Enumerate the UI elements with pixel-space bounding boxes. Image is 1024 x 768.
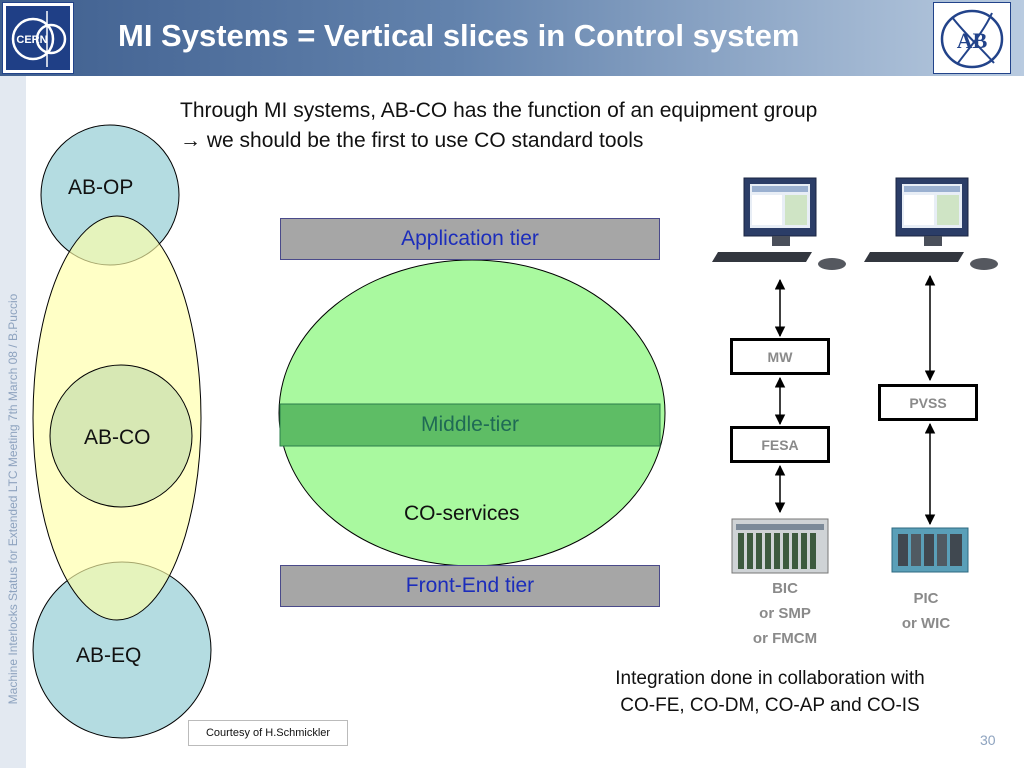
mw-box: MW: [730, 338, 830, 375]
left-hardware-caption: BIC or SMP or FMCM: [730, 576, 840, 651]
sidebar: [0, 76, 26, 768]
title-bar: [0, 0, 1024, 76]
middle-tier-band: [279, 403, 661, 447]
vme-crate-icon: [731, 518, 829, 574]
collaboration-line-1: Integration done in collaboration with: [615, 668, 925, 689]
front-end-tier-label: Front-End tier: [405, 574, 535, 597]
right-hardware-caption: PIC or WIC: [876, 586, 976, 636]
application-tier-label: Application tier: [401, 227, 539, 250]
slide-title: MI Systems = Vertical slices in Control …: [118, 18, 800, 53]
plc-icon: [891, 527, 969, 573]
ab-co-label: AB-CO: [84, 426, 151, 449]
cern-logo-text: CERN: [16, 34, 47, 46]
co-services-label: CO-services: [404, 502, 520, 525]
collaboration-note: Integration done in collaboration with C…: [560, 665, 980, 719]
workstation-icon: [864, 177, 998, 270]
hw-caption-line: BIC: [772, 580, 798, 597]
cern-logo: CERN: [2, 2, 74, 74]
collaboration-line-2: CO-FE, CO-DM, CO-AP and CO-IS: [620, 695, 920, 716]
hw-caption-line: or SMP: [759, 605, 811, 622]
intro-line-2: → we should be the first to use CO stand…: [180, 129, 643, 153]
courtesy-box: Courtesy of H.Schmickler: [188, 720, 348, 746]
ab-logo: AB: [933, 2, 1011, 74]
intro-line-1: Through MI systems, AB-CO has the functi…: [180, 99, 818, 122]
intro-line-2-text: we should be the first to use CO standar…: [206, 129, 644, 152]
ab-eq-label: AB-EQ: [76, 644, 142, 667]
hw-caption-line: or FMCM: [752, 630, 818, 647]
ab-op-label: AB-OP: [68, 176, 134, 199]
application-tier-bar: Application tier: [280, 218, 660, 260]
ab-co-circle: [49, 364, 193, 508]
fesa-label: FESA: [761, 436, 799, 453]
page-number: 30: [980, 732, 996, 748]
pvss-label: PVSS: [909, 394, 947, 411]
middle-tier-label: Middle-tier: [420, 413, 520, 436]
middle-tier-label-box: Middle-tier: [280, 404, 660, 446]
hw-caption-line: PIC: [913, 590, 939, 607]
courtesy-text: Courtesy of H.Schmickler: [205, 727, 331, 739]
right-arrow-icon: →: [180, 129, 201, 152]
ab-logo-text: AB: [957, 28, 988, 53]
hw-caption-line: or WIC: [901, 615, 951, 632]
workstation-icon: [712, 177, 846, 270]
front-end-tier-bar: Front-End tier: [280, 565, 660, 607]
fesa-box: FESA: [730, 426, 830, 463]
mw-label: MW: [767, 348, 793, 365]
pvss-box: PVSS: [878, 384, 978, 421]
